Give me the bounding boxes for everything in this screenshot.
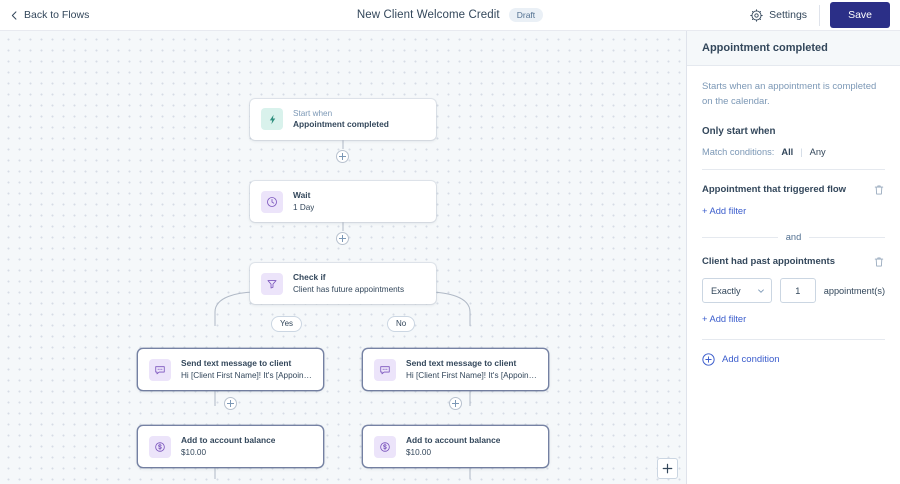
match-separator: |	[800, 147, 803, 158]
flow-node-add-balance-no[interactable]: Add to account balance $10.00	[363, 426, 548, 468]
back-to-flows-link[interactable]: Back to Flows	[10, 9, 89, 21]
flow-node-add-balance-yes-sub: $10.00	[181, 447, 207, 457]
clock-icon	[261, 190, 283, 213]
condition-title-2: Client had past appointments	[702, 255, 836, 267]
condition-block-appointment: Appointment that triggered flow + Add fi…	[702, 183, 885, 219]
flow-node-wait-sub: 1 Day	[293, 202, 315, 212]
gear-icon	[750, 8, 763, 22]
chevron-down-icon	[757, 287, 765, 295]
lightning-bolt-icon	[261, 108, 283, 131]
add-filter-link-1[interactable]: + Add filter	[702, 206, 747, 217]
flow-node-wait-text: Wait 1 Day	[293, 190, 314, 213]
coin-icon	[149, 435, 171, 458]
flow-node-add-balance-no-title: Add to account balance	[406, 435, 501, 445]
chevron-left-icon	[10, 10, 19, 20]
condition-fields-row: Exactly 1 appointment(s)	[702, 278, 885, 304]
operator-select-value: Exactly	[711, 285, 741, 296]
flow-node-check-if[interactable]: Check if Client has future appointments	[250, 263, 436, 305]
flow-node-wait-title: Wait	[293, 190, 311, 200]
funnel-icon	[261, 272, 283, 295]
top-bar: Back to Flows New Client Welcome Credit …	[0, 0, 900, 31]
and-separator-line-left	[702, 236, 778, 238]
and-separator: and	[702, 232, 886, 243]
appointment-unit-label: appointment(s)	[823, 285, 885, 296]
save-button[interactable]: Save	[830, 2, 890, 28]
flow-node-trigger-label: Start when	[293, 109, 333, 118]
circle-plus-icon	[702, 353, 715, 367]
panel-header: Appointment completed	[687, 31, 900, 66]
flow-node-add-balance-no-sub: $10.00	[406, 447, 432, 457]
flow-node-add-balance-yes[interactable]: Add to account balance $10.00	[138, 426, 323, 468]
and-separator-label: and	[785, 232, 802, 243]
match-conditions-row: Match conditions: All | Any	[702, 147, 885, 157]
coin-icon	[374, 435, 396, 458]
plus-icon	[662, 463, 673, 474]
settings-label: Settings	[769, 9, 808, 21]
flow-node-trigger-text: Start when Appointment completed	[293, 108, 389, 131]
flow-node-trigger[interactable]: Start when Appointment completed	[250, 99, 436, 140]
add-condition-button[interactable]: Add condition	[702, 353, 885, 367]
add-filter-link-2[interactable]: + Add filter	[702, 314, 747, 325]
flow-node-send-text-no-title: Send text message to client	[406, 358, 517, 368]
workspace: Start when Appointment completed Wait 1 …	[0, 31, 900, 484]
appointment-count-input[interactable]: 1	[779, 278, 816, 304]
flow-node-send-text-yes-title: Send text message to client	[181, 358, 292, 368]
add-step-button-2[interactable]	[336, 232, 349, 245]
flow-node-trigger-title: Appointment completed	[293, 119, 389, 130]
flow-title-group: New Client Welcome Credit Draft	[0, 0, 900, 30]
flow-node-send-text-yes-sub: Hi [Client First Name]! It's [Appointmen…	[181, 370, 312, 380]
flow-node-send-text-no[interactable]: Send text message to client Hi [Client F…	[363, 349, 548, 391]
condition-header-2: Client had past appointments	[702, 255, 885, 267]
and-separator-line-right	[809, 236, 886, 238]
flow-node-check-if-text: Check if Client has future appointments	[293, 272, 404, 295]
chat-bubble-icon	[149, 358, 171, 381]
flow-canvas[interactable]: Start when Appointment completed Wait 1 …	[0, 31, 686, 484]
add-step-button-no[interactable]	[449, 397, 462, 410]
settings-button[interactable]: Settings	[746, 4, 821, 26]
flow-node-check-if-sub: Client has future appointments	[293, 284, 405, 294]
panel-divider-1	[702, 169, 885, 171]
flow-node-send-text-no-text: Send text message to client Hi [Client F…	[406, 358, 537, 381]
flow-node-check-if-title: Check if	[293, 272, 326, 282]
flow-node-send-text-no-sub: Hi [Client First Name]! It's [Appointmen…	[406, 370, 537, 380]
panel-divider-2	[702, 339, 885, 341]
panel-title: Appointment completed	[702, 42, 828, 54]
top-bar-actions: Settings Save	[746, 2, 890, 28]
branch-label-no: No	[387, 316, 416, 333]
add-condition-label: Add condition	[722, 354, 780, 366]
trash-icon[interactable]	[873, 255, 885, 267]
flow-node-send-text-yes[interactable]: Send text message to client Hi [Client F…	[138, 349, 323, 391]
trash-icon[interactable]	[873, 183, 885, 195]
trigger-settings-panel: Appointment completed Starts when an app…	[686, 31, 900, 484]
condition-header-1: Appointment that triggered flow	[702, 183, 885, 195]
operator-select[interactable]: Exactly	[702, 278, 772, 304]
back-to-flows-label: Back to Flows	[24, 9, 90, 21]
flow-node-add-balance-yes-title: Add to account balance	[181, 435, 276, 445]
flow-node-wait[interactable]: Wait 1 Day	[250, 181, 436, 223]
condition-title-1: Appointment that triggered flow	[702, 183, 847, 195]
match-option-any[interactable]: Any	[809, 147, 826, 158]
add-step-button-1[interactable]	[336, 150, 349, 163]
branch-label-yes: Yes	[271, 316, 303, 333]
match-option-all[interactable]: All	[781, 147, 794, 158]
chat-bubble-icon	[374, 358, 396, 381]
flow-node-add-balance-yes-text: Add to account balance $10.00	[181, 435, 275, 458]
add-step-button-yes[interactable]	[224, 397, 237, 410]
match-conditions-label: Match conditions:	[702, 147, 775, 158]
flow-node-add-balance-no-text: Add to account balance $10.00	[406, 435, 500, 458]
panel-body: Starts when an appointment is completed …	[687, 66, 900, 484]
zoom-in-button[interactable]	[657, 458, 678, 479]
flow-title[interactable]: New Client Welcome Credit	[356, 9, 500, 21]
only-start-when-heading: Only start when	[702, 126, 776, 138]
panel-description: Starts when an appointment is completed …	[702, 81, 877, 107]
status-badge: Draft	[508, 7, 544, 23]
flow-node-send-text-yes-text: Send text message to client Hi [Client F…	[181, 358, 312, 381]
condition-block-past-appointments: Client had past appointments Exactly	[702, 255, 885, 327]
